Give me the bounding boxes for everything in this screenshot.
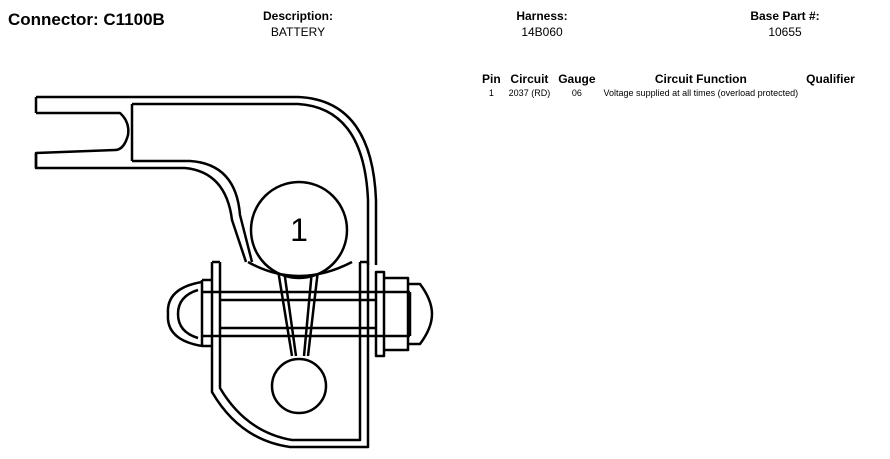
column-header-pin: Pin [482, 72, 501, 86]
pin-circle [249, 180, 349, 280]
description-block: Description: BATTERY [238, 8, 358, 40]
pin-number-label: 1 [290, 212, 308, 248]
connector-title: Connector: C1100B [8, 10, 165, 29]
harness-label: Harness: [516, 9, 568, 23]
pin-table: Pin Circuit Gauge Circuit Function Quali… [478, 72, 859, 99]
function-cell: Voltage supplied at all times (overload … [603, 88, 799, 98]
lower-ring [270, 357, 328, 415]
description-label: Description: [262, 9, 333, 23]
bolt-head [166, 280, 203, 348]
column-header-function: Circuit Function [654, 72, 747, 86]
harness-value: 14B060 [521, 25, 563, 39]
gauge-cell: 06 [571, 88, 582, 98]
column-header-gauge: Gauge [558, 72, 596, 86]
description-value: BATTERY [270, 25, 326, 39]
nut [374, 270, 386, 358]
pin-table-header: Pin Circuit Gauge Circuit Function Quali… [478, 72, 859, 87]
clamp-body [210, 262, 370, 449]
harness-block: Harness: 14B060 [482, 8, 602, 40]
column-header-circuit: Circuit [510, 72, 549, 86]
pin-cell: 1 [488, 88, 494, 98]
base-part-label: Base Part #: [750, 9, 820, 23]
table-row: 1 2037 (RD) 06 Voltage supplied at all t… [478, 87, 859, 99]
terminal-fork-outline [36, 95, 378, 265]
circuit-cell: 2037 (RD) [508, 88, 551, 98]
column-header-qualifier: Qualifier [806, 72, 855, 86]
base-part-block: Base Part #: 10655 [725, 8, 845, 40]
base-part-value: 10655 [768, 25, 802, 39]
